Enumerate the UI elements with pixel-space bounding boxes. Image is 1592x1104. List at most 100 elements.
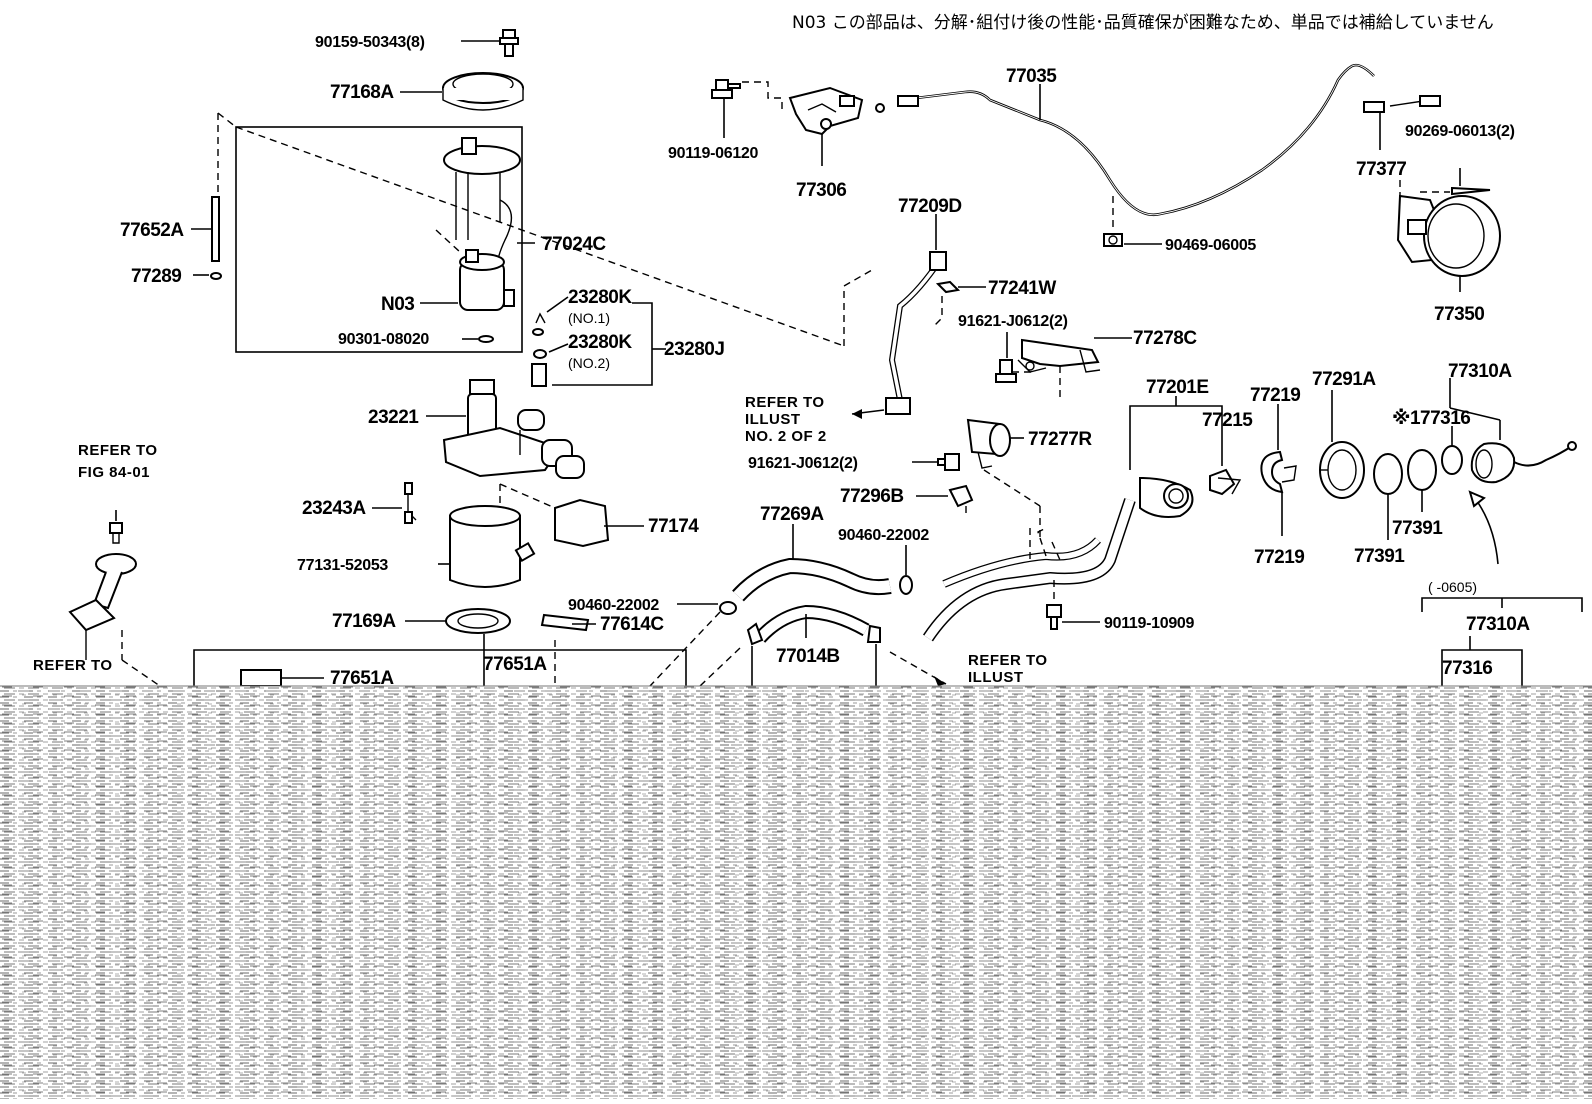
label-77316-2: 77316: [1442, 658, 1492, 679]
o-ring-icon-3: [1407, 449, 1437, 491]
label-77310A-1: 77310A: [1448, 361, 1512, 382]
fuel-pump-module-icon: [443, 137, 521, 311]
label-77241W: 77241W: [988, 278, 1056, 299]
c-ring-icon: [1260, 450, 1297, 494]
ref-fig-84-01-line1: REFER TO: [78, 442, 158, 459]
bolt-icon-4: [1046, 604, 1062, 630]
pump-assembly-frame: [235, 126, 523, 353]
ref-illust-bottom-line1: REFER TO: [968, 652, 1048, 669]
label-90301-08020: 90301-08020: [338, 331, 429, 348]
label-77219-1: 77219: [1250, 385, 1300, 406]
label-77024C: 77024C: [542, 234, 606, 255]
cable-clip-icon: [1103, 233, 1123, 247]
label-23221: 23221: [368, 407, 419, 428]
bracket-icon: [554, 498, 610, 548]
label-77391-1: 77391: [1354, 546, 1405, 567]
label-90469-06005: 90469-06005: [1165, 237, 1256, 254]
label-77219-2: 77219: [1254, 547, 1304, 568]
label-no1: (NO.1): [568, 310, 610, 326]
label-77652A: 77652A: [120, 220, 184, 241]
label-90119-10909: 90119-10909: [1104, 615, 1195, 632]
retainer-ring-icon: [442, 72, 524, 111]
label-77269A: 77269A: [760, 504, 824, 525]
hose-clamp-icon: [899, 575, 913, 595]
ref-fig-84-01-line2: FIG 84-01: [78, 464, 150, 481]
wire-harness-icon: [404, 482, 417, 524]
label-90269-06013: 90269-06013(2): [1405, 123, 1515, 140]
label-23280K-no1: 23280K: [568, 287, 632, 308]
label-77310A-2: 77310A: [1466, 614, 1530, 635]
label-77391-2: 77391: [1392, 518, 1443, 539]
ref-illust-line2: ILLUST: [745, 411, 801, 428]
label-77306: 77306: [796, 180, 846, 201]
fuel-sender-gauge-icon: [68, 522, 137, 660]
label-77291A: 77291A: [1312, 369, 1376, 390]
label-91621-J0612-2: 91621-J0612(2): [748, 455, 858, 472]
label-77131-52053: 77131-52053: [297, 557, 388, 574]
label-90159-50343: 90159-50343(8): [315, 34, 425, 51]
gasket-icon: [478, 335, 494, 343]
clip-icon-2: [746, 622, 764, 646]
filler-bracket-icon: [966, 418, 1011, 469]
label-no2: (NO.2): [568, 355, 610, 371]
label-77277R: 77277R: [1028, 429, 1092, 450]
label-77377: 77377: [1356, 159, 1406, 180]
label-90460-22002-2: 90460-22002: [568, 597, 659, 614]
label-77651A-2: 77651A: [330, 668, 394, 689]
pipe-clip-icon: [1209, 468, 1242, 496]
label-77169A: 77169A: [332, 611, 396, 632]
tube-connector-icon: [929, 251, 947, 271]
bolt-icon-2: [995, 359, 1017, 383]
label-77014B: 77014B: [776, 646, 840, 667]
label-77289: 77289: [131, 266, 181, 287]
bolt-icon-3: [937, 453, 960, 471]
rod-icon: [211, 196, 220, 262]
pump-motor-icon: [442, 379, 585, 479]
label-77316-1: ※177316: [1392, 408, 1470, 429]
label-77209D: 77209D: [898, 196, 962, 217]
label-90119-06120: 90119-06120: [668, 145, 759, 162]
clamp-icon: [935, 280, 961, 294]
seal-icon: [1441, 445, 1463, 475]
header-note: N03 この部品は、分解･組付け後の性能･品質確保が困難なため、単品では補給して…: [792, 13, 1494, 33]
hinge-bracket-icon: [1017, 338, 1101, 373]
label-77035: 77035: [1006, 66, 1057, 87]
pin-icon: [1451, 186, 1491, 196]
label-N03: N03: [381, 294, 414, 315]
hose-icon: [733, 559, 892, 601]
filter-icon: [531, 363, 547, 387]
label-77168A: 77168A: [330, 82, 394, 103]
sub-tank-icon: [449, 505, 536, 588]
bolt-icon: [499, 29, 519, 57]
label-23243A: 23243A: [302, 498, 366, 519]
label-91621-J0612-1: 91621-J0612(2): [958, 313, 1068, 330]
clip-icon: [535, 312, 546, 324]
o-ring-icon: [210, 272, 222, 280]
label-77201E: 77201E: [1146, 377, 1209, 398]
grommet-icon: [1319, 441, 1365, 499]
pad-icon: [540, 613, 590, 632]
o-ring-icon-2: [1373, 453, 1403, 495]
label-23280J: 23280J: [664, 339, 724, 360]
opener-lever-icon: [788, 86, 864, 136]
hose-clamp-icon-2: [719, 601, 737, 615]
screw-icon: [711, 79, 741, 99]
fuel-door-icon: [1396, 194, 1501, 277]
label-77278C: 77278C: [1133, 328, 1197, 349]
ref-refer-to-bottom-left: REFER TO: [33, 657, 113, 674]
ref-illust-line1: REFER TO: [745, 394, 825, 411]
hose-clip-icon: [948, 484, 974, 508]
protector-icon: [240, 669, 282, 687]
cable-end-icon: [897, 95, 919, 107]
label-77614C: 77614C: [600, 614, 664, 635]
label-77296B: 77296B: [840, 486, 904, 507]
label-90460-22002-1: 90460-22002: [838, 527, 929, 544]
fuel-tank-outline: [193, 649, 687, 686]
date-range: ( -0605): [1428, 579, 1477, 595]
cable-connector-icon: [1363, 101, 1385, 113]
label-77174: 77174: [648, 516, 699, 537]
ref-illust-line3: NO. 2 OF 2: [745, 428, 827, 445]
label-77350: 77350: [1434, 304, 1484, 325]
